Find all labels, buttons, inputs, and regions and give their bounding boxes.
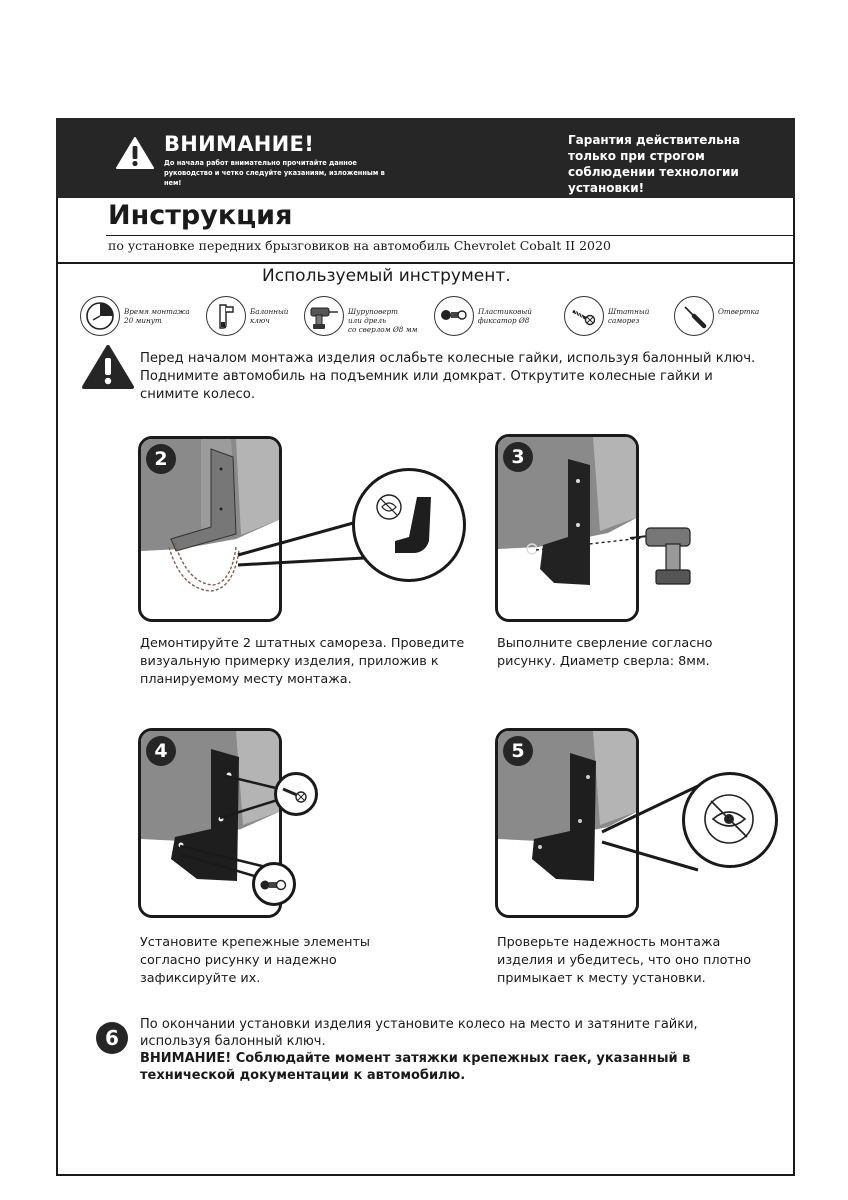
final-step-warning: ВНИМАНИЕ! Соблюдайте момент затяжки креп… [140,1051,691,1083]
banner-title: ВНИМАНИЕ! [164,132,315,156]
tool-label: Шуруповерт или дрель со сверлом Ø8 мм [348,307,418,334]
clip-callout [252,862,296,906]
screw-icon [564,296,604,336]
document-subtitle: по установке передних брызговиков на авт… [108,238,611,253]
step-number: 4 [146,736,176,766]
plastic-clip-icon [434,296,474,336]
warning-banner: ВНИМАНИЕ! До начала работ внимательно пр… [56,118,795,198]
tools-heading: Используемый инструмент. [262,266,511,286]
step-caption: Установите крепежные элементы согласно р… [140,935,371,986]
screw-callout [274,772,318,816]
tool-label: Балонный ключ [250,307,289,325]
warning-triangle-icon [82,344,134,390]
preparation-text: Перед началом монтажа изделия ослабьте к… [140,351,756,402]
document-title: Инструкция [108,200,293,231]
guarantee-note: Гарантия действительна только при строго… [568,133,741,195]
tool-label: Время монтажа 20 минут [124,307,190,325]
tool-label: Пластиковый фиксатор Ø8 [478,307,532,325]
tool-label: Отвертка [718,307,760,316]
clock-icon [80,296,120,336]
step-caption: Проверьте надежность монтажа изделия и у… [497,935,752,986]
screwdriver-icon [674,296,714,336]
header-divider [56,262,795,264]
step-caption: Выполните сверление согласно рисунку. Ди… [497,636,713,669]
step-number: 3 [503,442,533,472]
tool-label: Штатный саморез [608,307,650,325]
inspect-callout [682,772,778,868]
step-number: 5 [503,736,533,766]
callout-line [601,784,699,872]
final-step-text: По окончании установки изделия установит… [140,1017,698,1049]
step-5-illustration [495,728,639,918]
warning-triangle-icon [116,136,154,170]
wheel-wrench-icon [206,296,246,336]
step-number: 6 [96,1022,128,1054]
step-number: 2 [146,444,176,474]
banner-subtitle: До начала работ внимательно прочитайте д… [164,159,385,187]
callout-line [237,518,365,567]
drill-icon [304,296,344,336]
title-divider [106,235,795,236]
step-2-callout [352,468,466,582]
drill-icon [630,514,710,594]
drill-guide-line [535,537,643,551]
step-caption: Демонтируйте 2 штатных самореза. Проведи… [140,636,465,687]
